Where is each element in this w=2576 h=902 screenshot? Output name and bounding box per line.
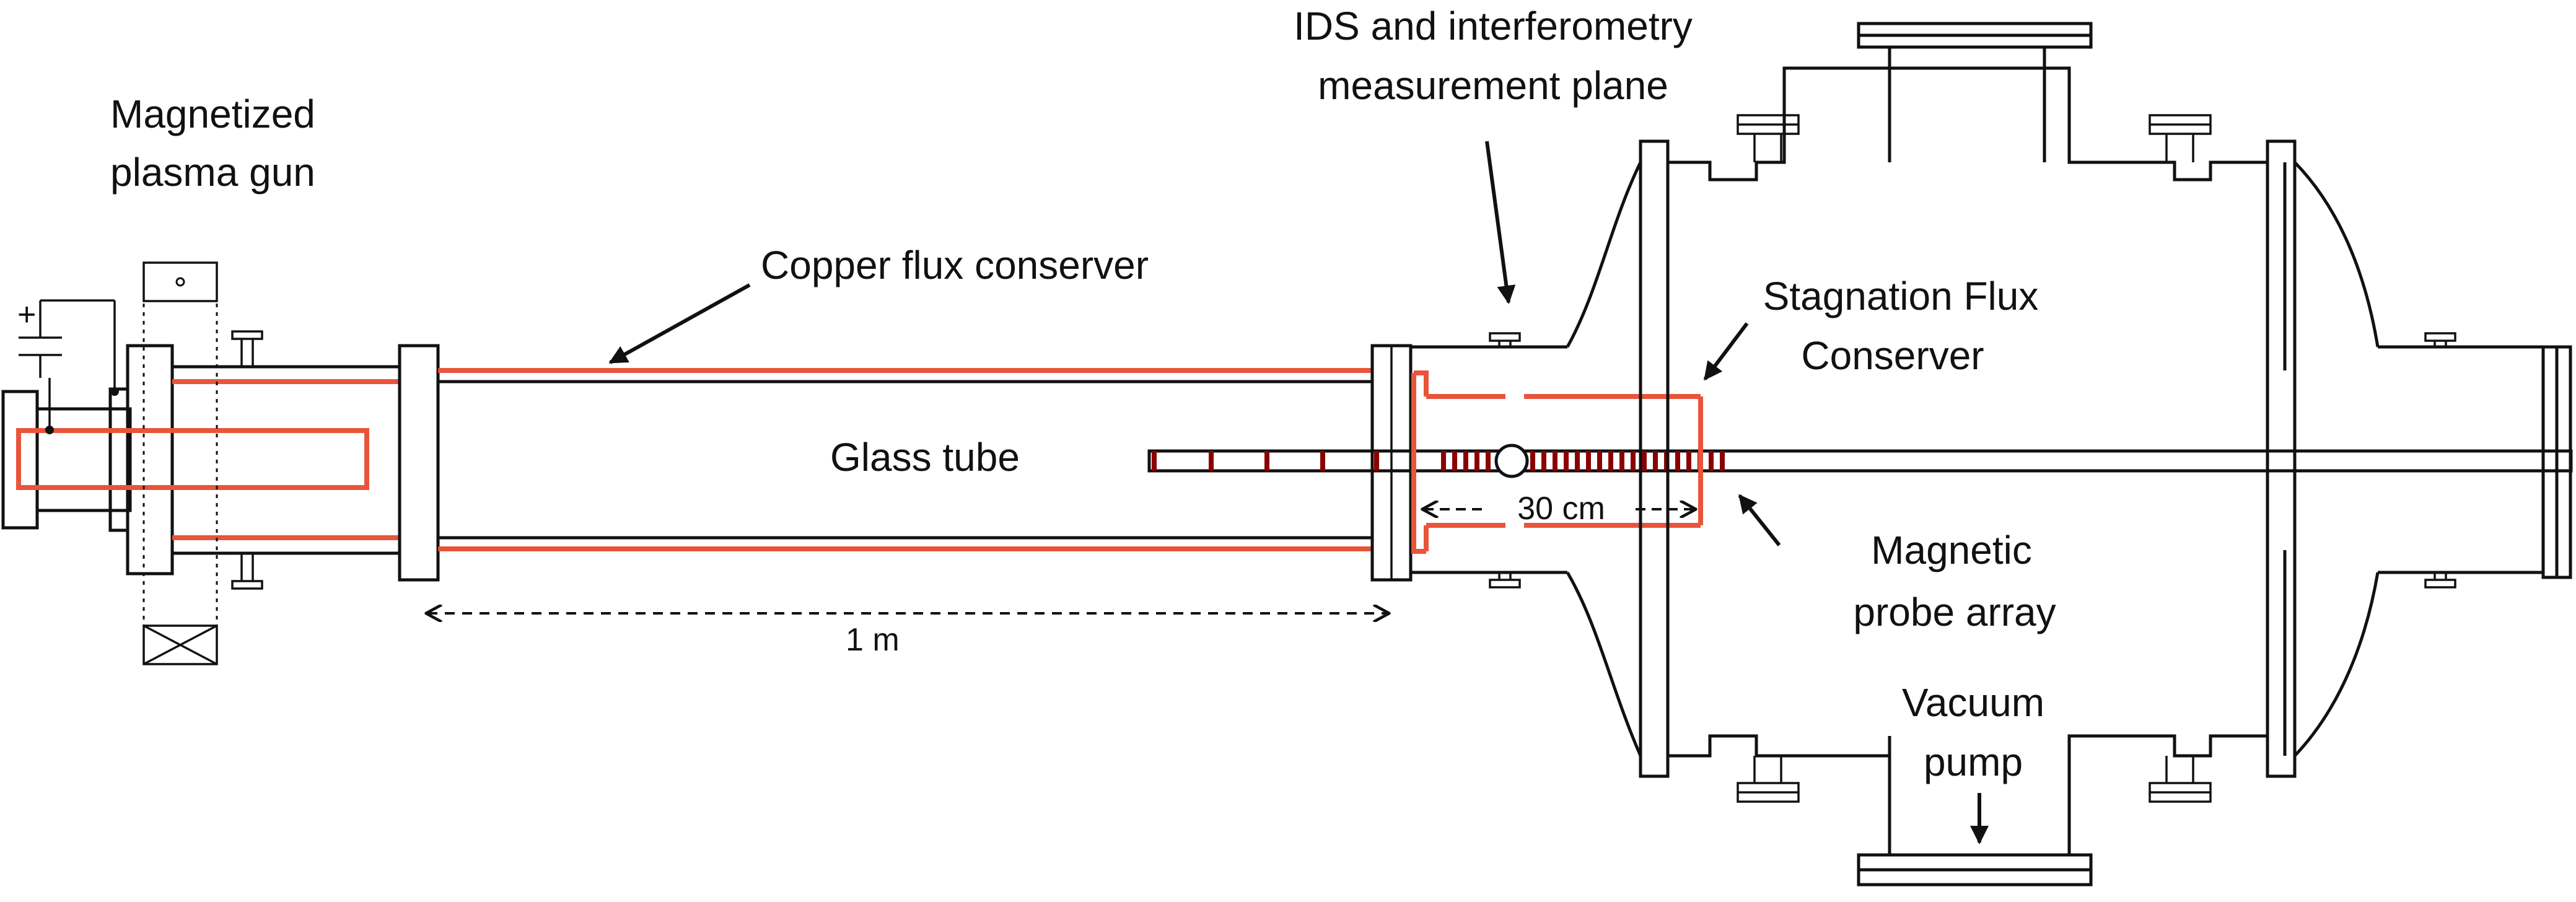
- right-port-bottom: [2424, 572, 2456, 589]
- ids-port-bottom: [1489, 572, 1521, 589]
- stagnation-label-2: Conserver: [1801, 333, 1984, 378]
- coil-dot-icon: [175, 277, 185, 287]
- probe-array-label-2: probe array: [1853, 590, 2056, 634]
- chamber-flange-right: [2266, 139, 2297, 778]
- plasma-gun-label-1: Magnetized: [110, 92, 315, 136]
- gun-port-bottom: [231, 553, 263, 590]
- tube-flange-left: [398, 344, 440, 582]
- ids-port-top: [1489, 332, 1521, 347]
- chamber-port-top-right: [2149, 114, 2212, 162]
- stagnation-region: [1411, 332, 1703, 589]
- vacuum-chamber: [1566, 22, 2572, 887]
- ids-label-2: measurement plane: [1318, 63, 1668, 108]
- right-port-top: [2424, 332, 2456, 347]
- capacitor-circuit: +: [17, 297, 119, 434]
- gun-body: [35, 407, 132, 512]
- vacuum-pump-label-1: Vacuum: [1902, 680, 2044, 725]
- chamber-port-bottom-right: [2149, 756, 2212, 803]
- probe-rod: [1147, 449, 2573, 473]
- thirty-cm-label: 30 cm: [1517, 491, 1605, 527]
- plasma-gun-label-2: plasma gun: [110, 150, 315, 195]
- ids-label-1: IDS and interferometry: [1294, 4, 1693, 48]
- one-meter-label: 1 m: [846, 622, 900, 658]
- glass-tube-label: Glass tube: [830, 435, 1020, 479]
- gun-flange-b: [126, 344, 174, 576]
- coil-bottom: [142, 624, 218, 665]
- stagnation-flux-conserver: [1411, 370, 1703, 554]
- right-end-flange: [2541, 345, 2559, 579]
- chamber-port-bottom-left: [1737, 756, 1800, 803]
- glass-tube-section: [398, 344, 1413, 582]
- chamber-port-top-left: [1737, 114, 1800, 162]
- probe-arrow: [1738, 494, 1781, 546]
- stagnation-label-1: Stagnation Flux: [1763, 274, 2039, 318]
- copper-arrow: [608, 283, 751, 364]
- probe-array-label-1: Magnetic: [1871, 528, 2032, 572]
- measurement-port-circle: [1494, 444, 1529, 478]
- inner-electrode: [16, 428, 369, 490]
- magnetic-probe-array: [1441, 451, 1725, 471]
- copper-flux-label: Copper flux conserver: [761, 243, 1149, 287]
- probe-shaft: [1147, 444, 2573, 478]
- vacuum-pump-label-2: pump: [1924, 740, 2023, 784]
- gun-port-top: [231, 330, 263, 367]
- coil-top: [142, 261, 218, 302]
- stagnation-arrow: [1703, 322, 1749, 381]
- capacitor-plus-label: +: [17, 297, 36, 333]
- plasma-gun: +: [1, 261, 400, 665]
- ids-arrow: [1485, 141, 1516, 304]
